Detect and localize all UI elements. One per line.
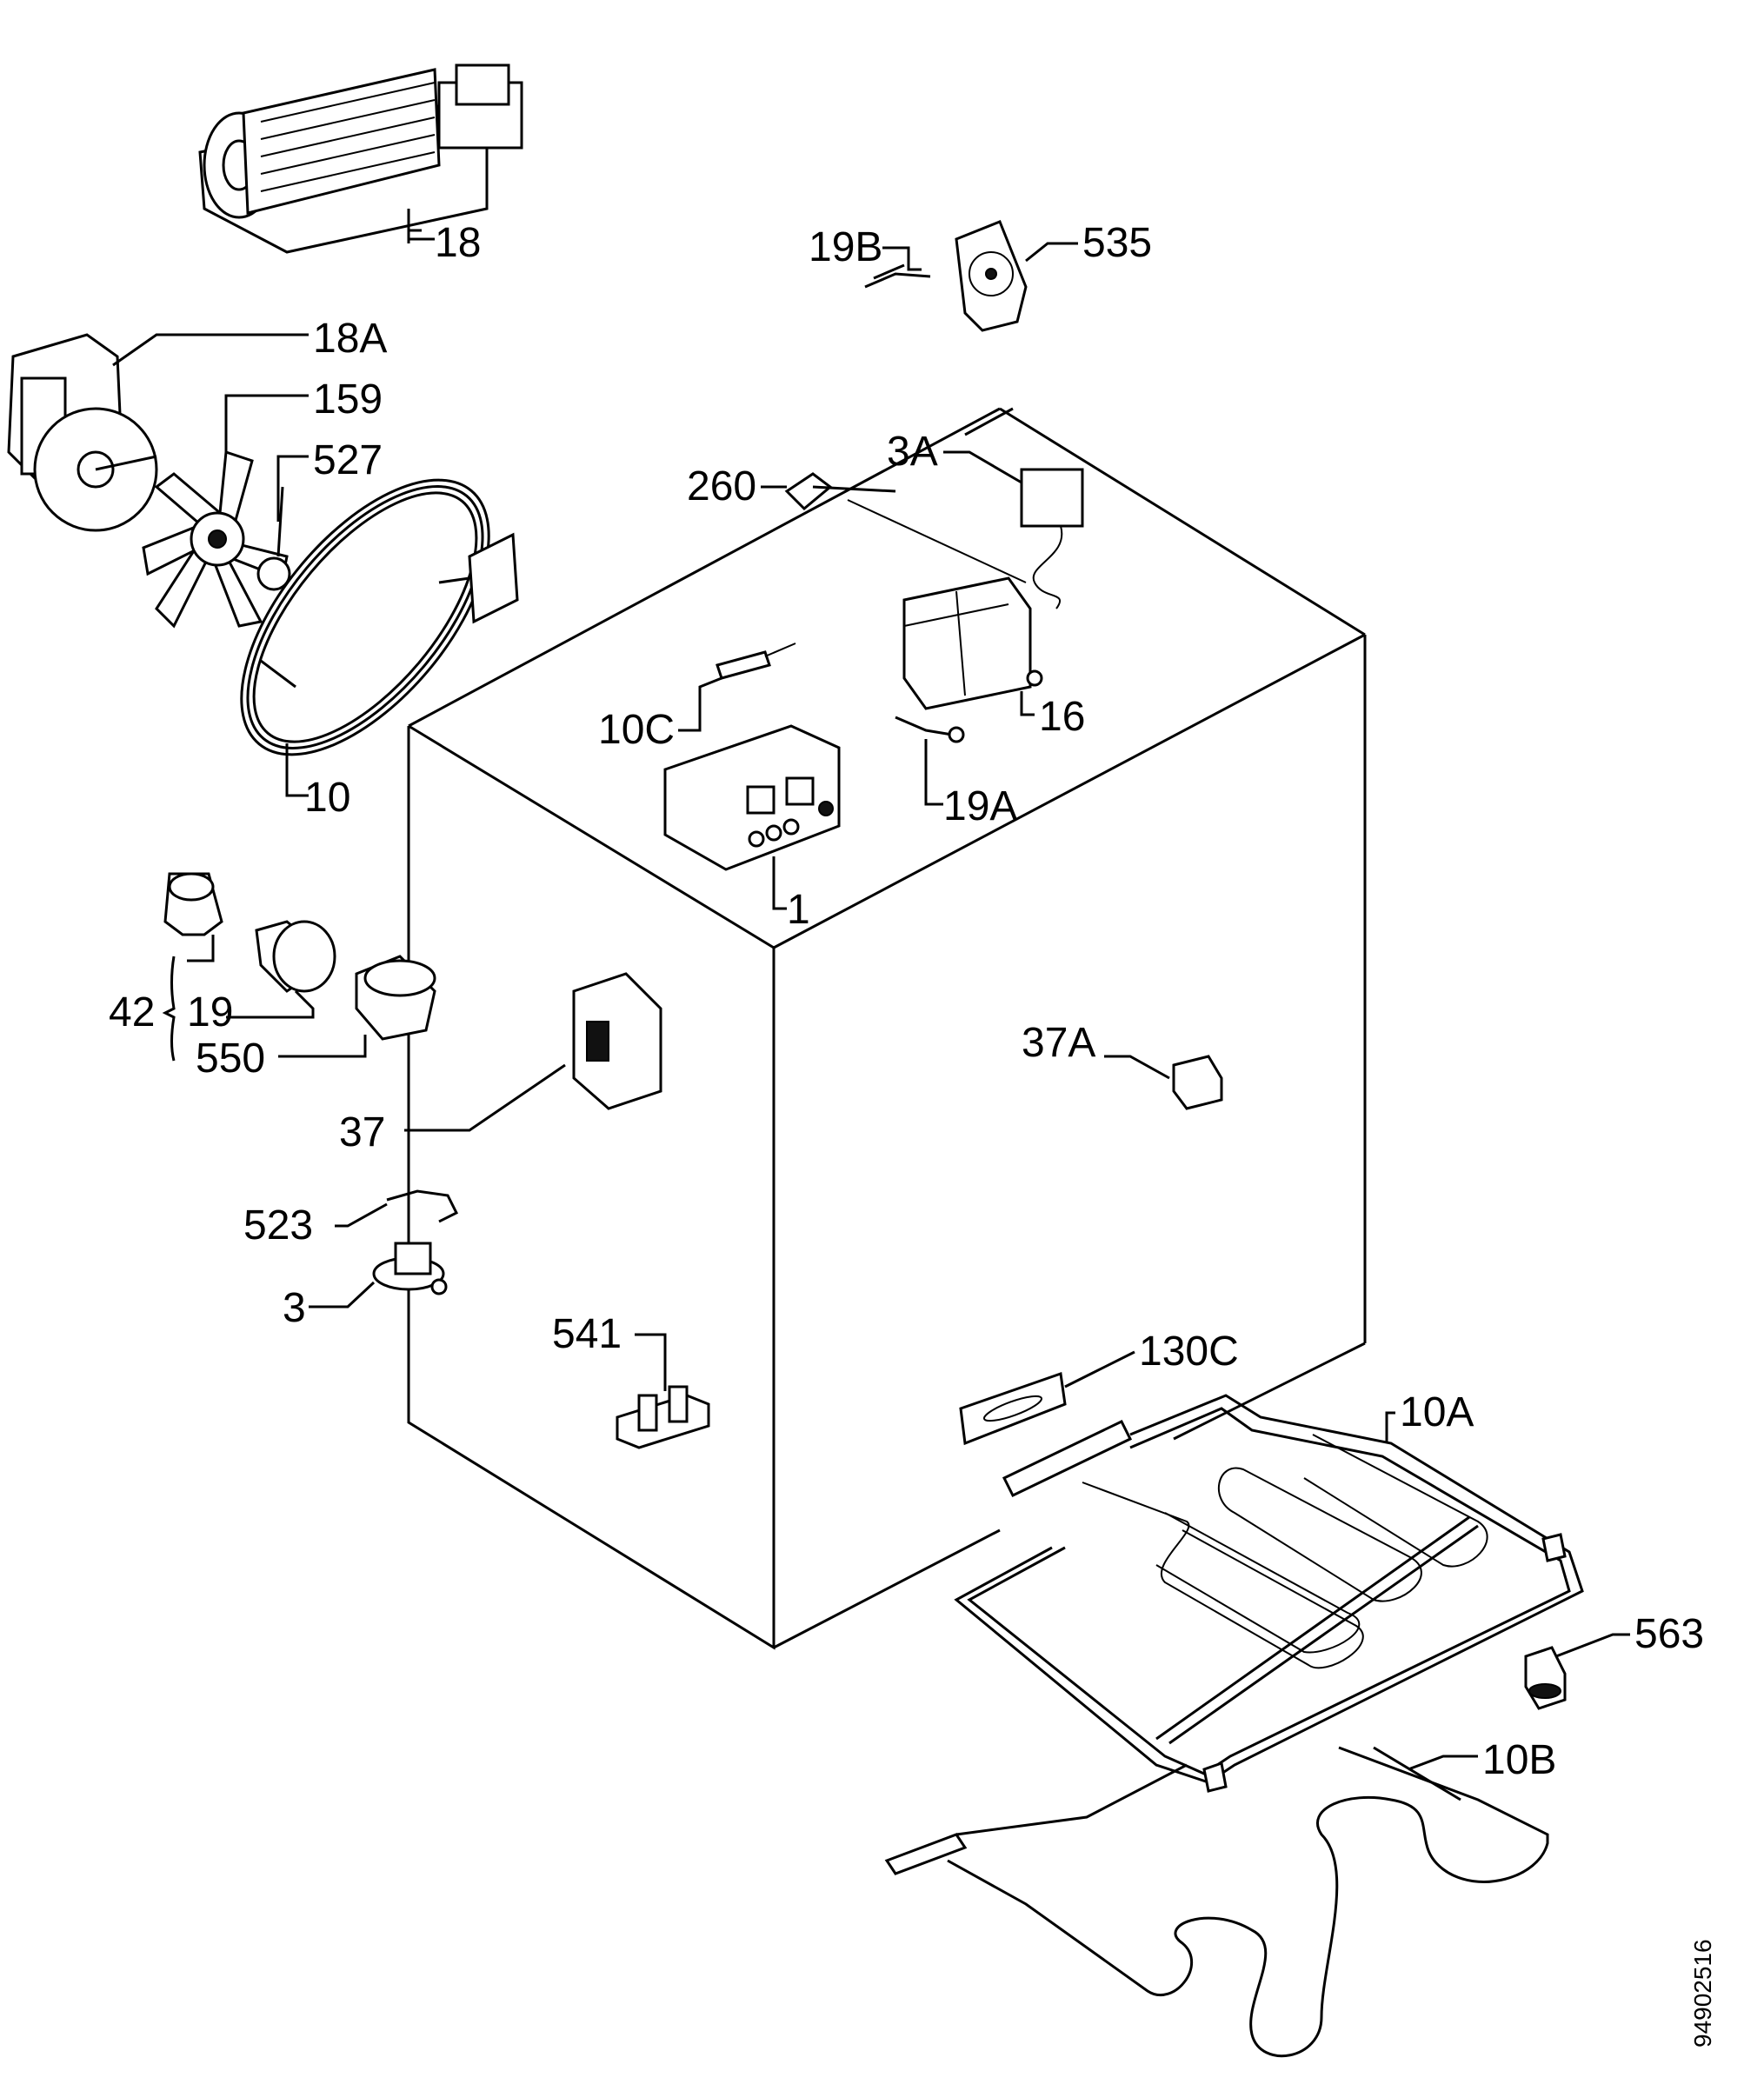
thermostat-part <box>1020 468 1084 609</box>
lamp-cover-part <box>355 955 436 1041</box>
label-10c: 10C <box>598 707 675 753</box>
label-18: 18 <box>435 220 481 266</box>
lamp-holder-plate-part <box>955 220 1028 332</box>
label-130c: 130C <box>1139 1329 1239 1375</box>
drawing-number: 94902516 <box>1689 1939 1716 2048</box>
wire-sensor-part <box>895 716 965 743</box>
label-37: 37 <box>339 1109 385 1155</box>
label-563: 563 <box>1634 1611 1704 1657</box>
label-10: 10 <box>304 775 350 821</box>
selector-switch-part <box>902 576 1043 710</box>
group-brace <box>162 956 176 1062</box>
door-switch-part <box>572 972 662 1110</box>
label-1: 1 <box>787 887 810 933</box>
label-10a: 10A <box>1400 1389 1474 1435</box>
part-labels: 18 19B 535 18A 159 527 260 3A 10C 16 10 … <box>109 220 1716 2048</box>
electronic-programmer-part <box>663 724 841 871</box>
label-3a: 3A <box>887 429 938 475</box>
fan-nut-part <box>256 486 291 591</box>
oven-cabinet <box>407 407 1367 1650</box>
label-18a: 18A <box>313 316 387 362</box>
fuse-part <box>716 643 796 680</box>
label-3: 3 <box>283 1285 306 1331</box>
label-16: 16 <box>1039 694 1085 740</box>
label-42: 42 <box>109 989 155 1036</box>
label-535: 535 <box>1082 220 1152 266</box>
temperature-probe-part <box>784 472 1027 583</box>
fan-motor-part <box>7 333 158 532</box>
label-19b: 19B <box>809 224 882 270</box>
safety-thermostat-part <box>372 1242 448 1295</box>
label-550: 550 <box>196 1036 265 1082</box>
wire-connector-part <box>864 263 931 289</box>
label-19: 19 <box>187 989 233 1036</box>
terminal-block-part <box>616 1385 710 1449</box>
cap-part <box>1524 1646 1567 1710</box>
label-527: 527 <box>313 437 383 483</box>
label-523: 523 <box>243 1202 313 1249</box>
switch-37a-part <box>1172 1055 1223 1110</box>
bracket-part <box>386 1189 459 1223</box>
label-37a: 37A <box>1022 1020 1095 1066</box>
label-260: 260 <box>687 463 756 509</box>
ring-heating-element-part <box>240 478 519 756</box>
oven-bottom-element-part <box>884 1746 1549 2058</box>
lamp-socket-part <box>163 872 223 936</box>
fan-blade-part <box>142 449 289 629</box>
label-159: 159 <box>313 376 383 423</box>
tangential-fan-part <box>198 63 523 254</box>
gasket-plate-part <box>959 1371 1067 1446</box>
label-541: 541 <box>552 1311 622 1357</box>
label-10b: 10B <box>1482 1737 1556 1783</box>
grill-element-part <box>954 1394 1584 1793</box>
label-19a: 19A <box>943 783 1017 829</box>
lamp-bulb-part <box>255 920 336 993</box>
